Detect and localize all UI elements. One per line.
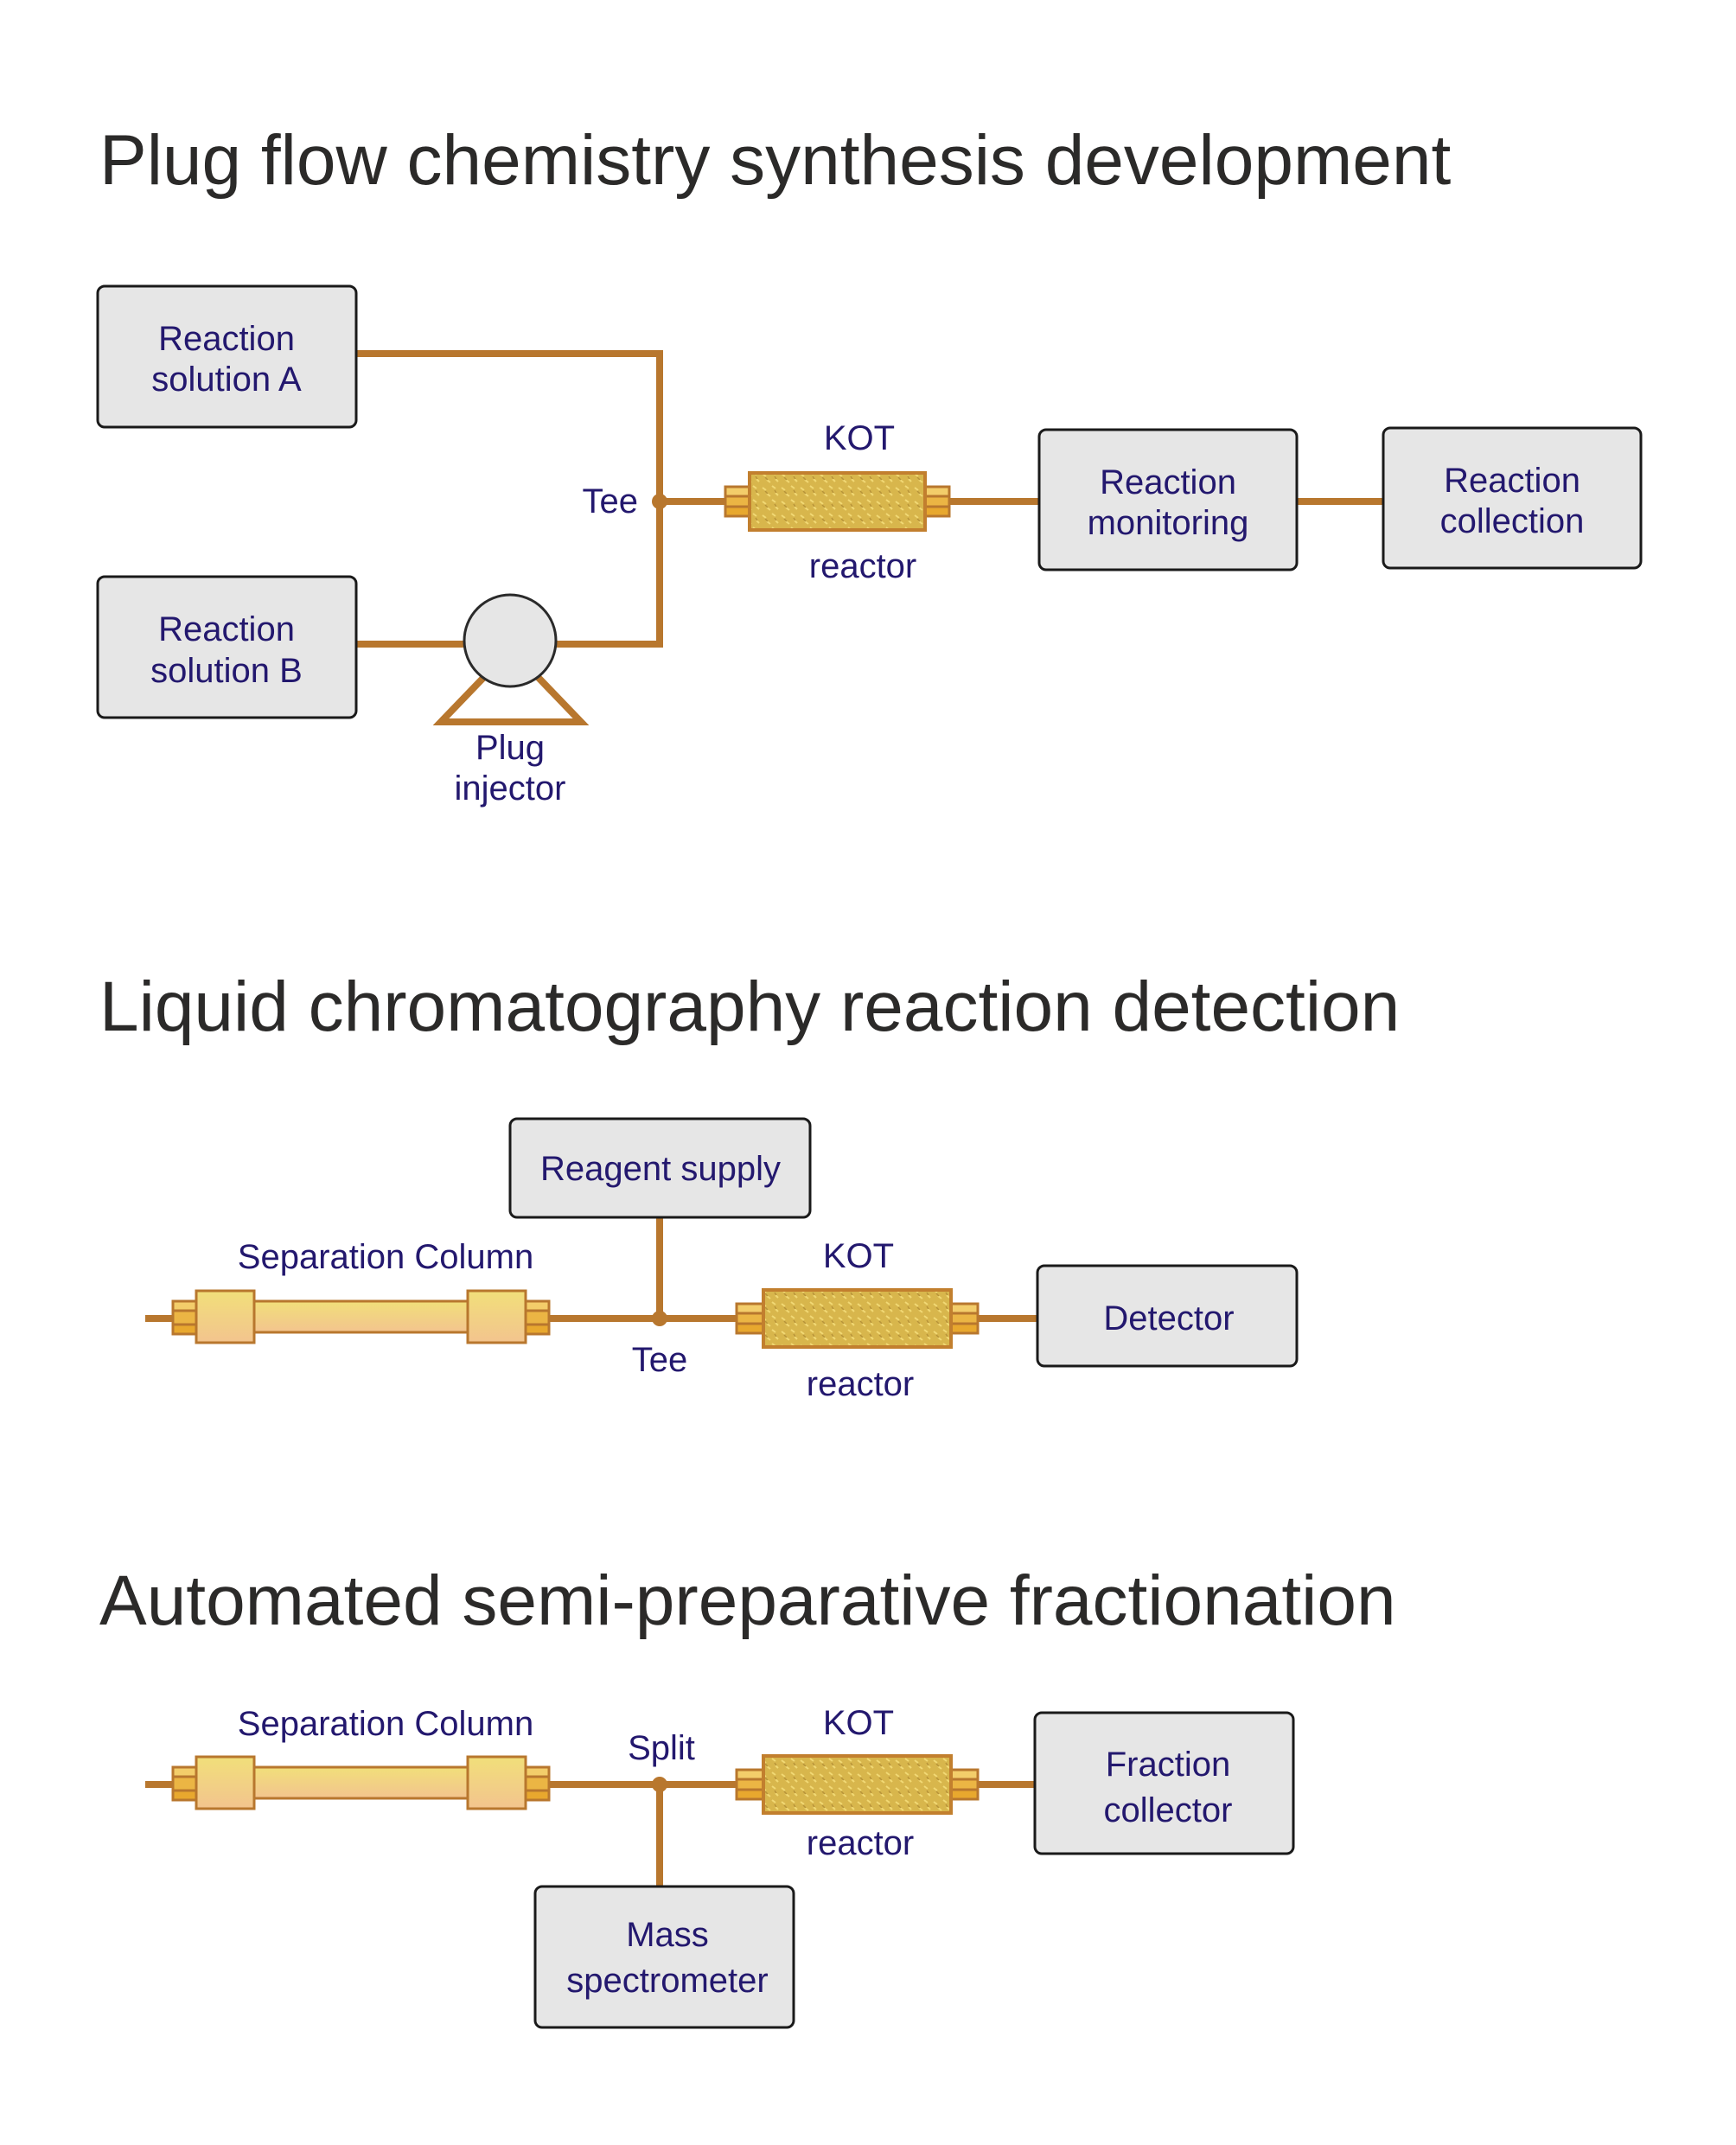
reagent-supply-box[interactable]: Reagent supply xyxy=(508,1117,812,1219)
kot-label: KOT xyxy=(824,419,895,457)
box-label-line2: collector xyxy=(1104,1791,1233,1829)
tee-junction xyxy=(652,494,667,509)
split-label: Split xyxy=(628,1729,695,1767)
reactor-label: reactor xyxy=(807,1824,915,1862)
box-label-line2: monitoring xyxy=(1088,504,1249,542)
box-label-line1: Mass xyxy=(626,1916,709,1954)
reaction-solution-b-box[interactable]: Reaction solution B xyxy=(96,575,358,719)
box-label-line1: Reaction xyxy=(1444,462,1580,500)
tee-label: Tee xyxy=(583,482,639,520)
section-plug-flow: Plug flow chemistry synthesis developmen… xyxy=(96,121,1643,808)
fraction-collector-box[interactable]: Fraction collector xyxy=(1033,1711,1295,1855)
kot-reactor[interactable] xyxy=(735,1754,980,1815)
box-label-line1: Reaction xyxy=(158,320,295,358)
box-label-line2: collection xyxy=(1440,502,1585,540)
detector-box[interactable]: Detector xyxy=(1036,1264,1299,1368)
kot-reactor[interactable] xyxy=(735,1288,980,1349)
separation-column[interactable] xyxy=(171,1755,551,1810)
plug-injector-label-line1: Plug xyxy=(475,729,545,767)
box-label-line2: solution B xyxy=(150,652,303,690)
box-label-line2: solution A xyxy=(151,361,302,399)
tee-junction xyxy=(652,1311,667,1326)
section-lc-reaction-detection: Liquid chromatography reaction detection… xyxy=(99,967,1400,1403)
section-title: Plug flow chemistry synthesis developmen… xyxy=(99,121,1451,200)
reaction-monitoring-box[interactable]: Reaction monitoring xyxy=(1037,428,1299,571)
box-label-line1: Reaction xyxy=(1100,463,1236,501)
box-label-line1: Reaction xyxy=(158,610,295,648)
reactor-label: reactor xyxy=(807,1365,915,1403)
box-label-line1: Fraction xyxy=(1106,1746,1231,1784)
section-title: Liquid chromatography reaction detection xyxy=(99,967,1400,1046)
kot-label: KOT xyxy=(823,1237,894,1275)
plug-injector-icon[interactable] xyxy=(432,593,590,725)
tee-label: Tee xyxy=(632,1341,688,1379)
reactor-label: reactor xyxy=(809,547,917,585)
separation-column-label: Separation Column xyxy=(238,1705,533,1743)
box-label-line2: spectrometer xyxy=(566,1962,768,2000)
box-label: Detector xyxy=(1103,1299,1234,1337)
separation-column-label: Separation Column xyxy=(238,1238,533,1276)
plug-injector-label-line2: injector xyxy=(455,769,566,808)
reaction-collection-box[interactable]: Reaction collection xyxy=(1382,426,1643,570)
mass-spectrometer-box[interactable]: Mass spectrometer xyxy=(533,1885,795,2029)
separation-column[interactable] xyxy=(171,1289,551,1344)
reaction-solution-a-box[interactable]: Reaction solution A xyxy=(96,284,358,429)
split-junction xyxy=(652,1777,667,1792)
section-title: Automated semi-preparative fractionation xyxy=(99,1561,1396,1640)
box-label: Reagent supply xyxy=(540,1150,781,1188)
section-semi-prep-fractionation: Automated semi-preparative fractionation… xyxy=(99,1561,1396,2029)
kot-reactor[interactable] xyxy=(724,471,951,532)
kot-label: KOT xyxy=(823,1704,894,1742)
